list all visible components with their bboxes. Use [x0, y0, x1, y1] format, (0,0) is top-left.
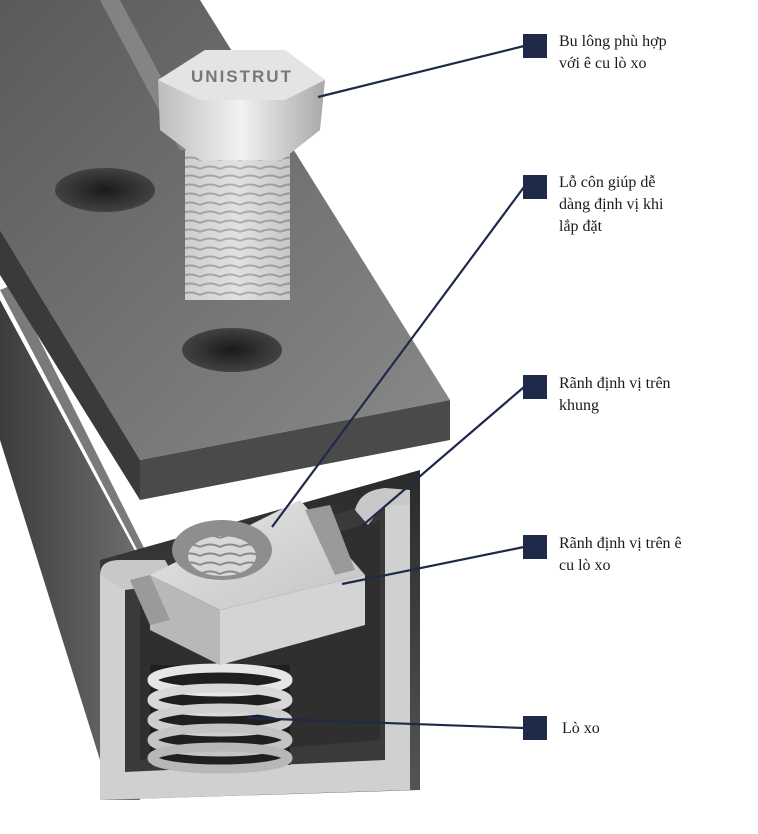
callout-text-line: khung [559, 397, 599, 414]
callout-marker-frame-groove [523, 375, 547, 399]
leader-line-bolt [317, 44, 525, 99]
leader-line-nut-groove [341, 545, 525, 586]
callout-label-frame-groove: Rãnh định vị trên khung [559, 373, 749, 417]
callout-text-line: Lỗ côn giúp dễ [559, 174, 656, 191]
callout-label-nut-groove: Rãnh định vị trên ê cu lò xo [559, 533, 749, 577]
callout-label-bolt: Bu lông phù hợp với ê cu lò xo [559, 31, 749, 75]
spring-nut [130, 500, 365, 665]
bolt-brand-text: UNISTRUT [191, 67, 293, 86]
callout-text-line: với ê cu lò xo [559, 55, 647, 72]
callout-marker-bolt [523, 34, 547, 58]
spring [147, 663, 293, 774]
callout-marker-nut-groove [523, 535, 547, 559]
leader-line-spring [247, 716, 525, 730]
callout-text-line: Bu lông phù hợp [559, 33, 667, 50]
callout-label-spring: Lò xo [562, 718, 752, 740]
leader-lines [247, 44, 525, 730]
callout-label-tapered-hole: Lỗ côn giúp dễ dàng định vị khi lắp đặt [559, 172, 749, 238]
callout-text-line: Lò xo [562, 720, 600, 737]
callout-text-line: Rãnh định vị trên ê [559, 535, 682, 552]
callout-text-line: cu lò xo [559, 557, 611, 574]
leader-line-tapered-hole [271, 186, 525, 528]
callout-text-line: dàng định vị khi [559, 196, 664, 213]
bolt: UNISTRUT [158, 50, 325, 300]
callout-marker-spring [523, 716, 547, 740]
callout-text-line: Rãnh định vị trên [559, 375, 671, 392]
leader-line-frame-groove [361, 386, 525, 527]
plate-hole-lower [182, 328, 282, 372]
callout-marker-tapered-hole [523, 175, 547, 199]
plate-hole-upper [55, 168, 155, 212]
callout-text-line: lắp đặt [559, 218, 603, 235]
